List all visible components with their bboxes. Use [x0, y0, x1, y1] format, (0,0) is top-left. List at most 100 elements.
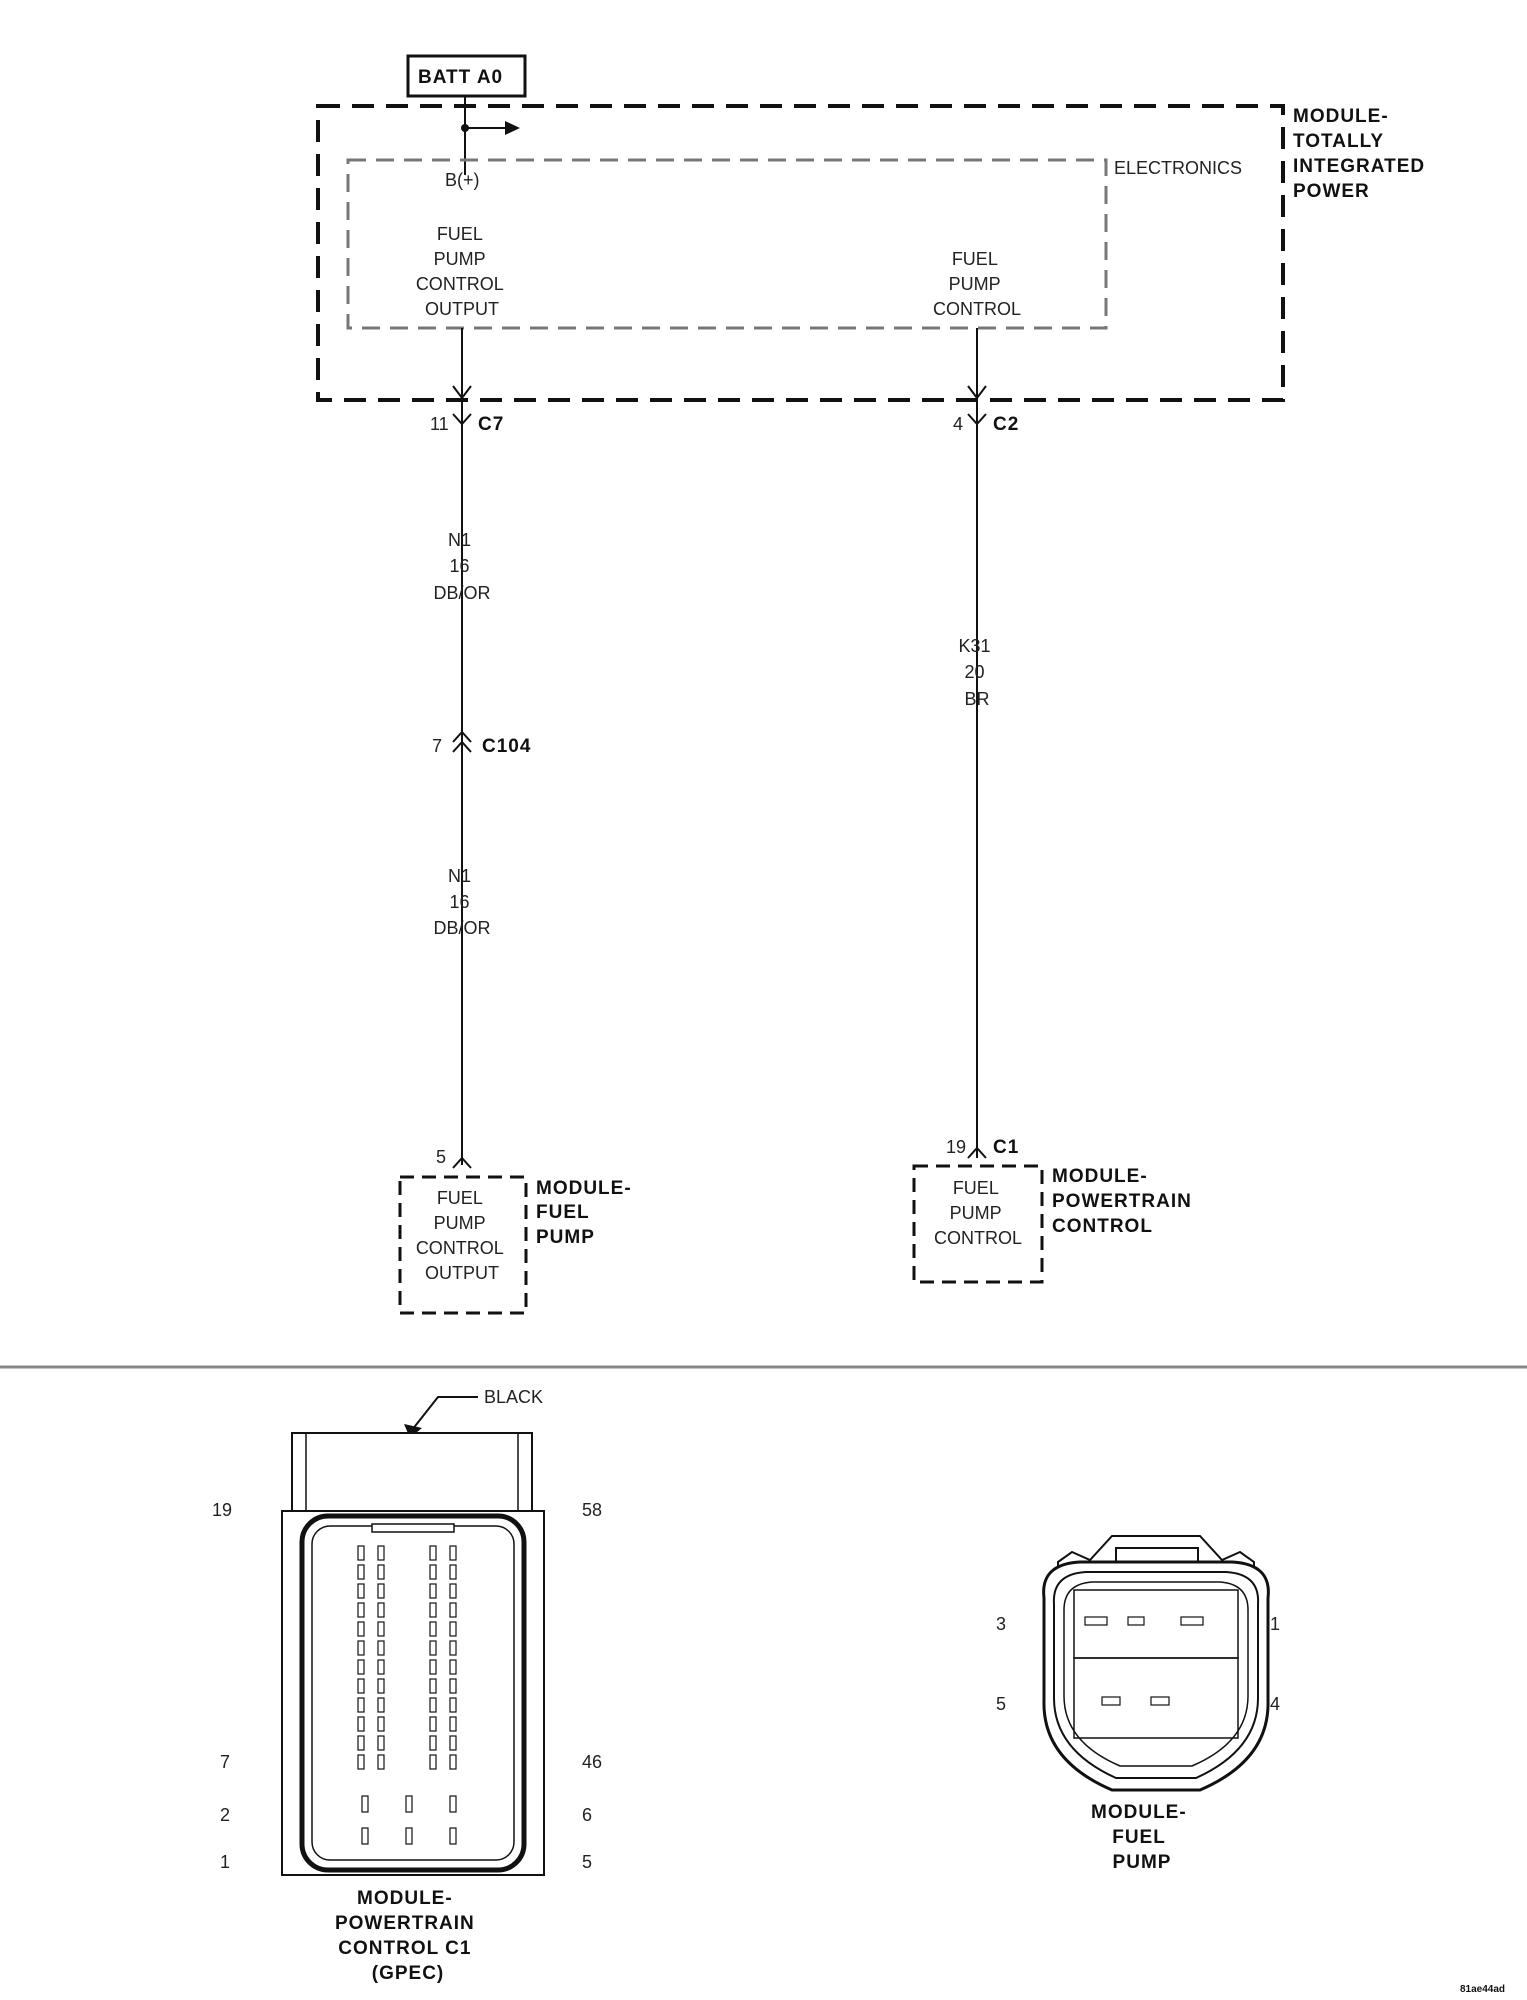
- pin-cavity: [357, 1583, 365, 1599]
- pin-cavity: [377, 1602, 385, 1618]
- pin-cavity: [449, 1754, 457, 1770]
- pin-5-symbol: [452, 1156, 472, 1169]
- pin-cavity: [449, 1583, 457, 1599]
- pin-cavity: [449, 1545, 457, 1561]
- pin-cavity: [1127, 1616, 1145, 1626]
- pin-cavity: [377, 1659, 385, 1675]
- pin-cavity: [429, 1583, 437, 1599]
- pin-cavity: [357, 1678, 365, 1694]
- pin-cavity: [449, 1735, 457, 1751]
- pin-cavity: [405, 1795, 413, 1813]
- pin-cavity: [429, 1621, 437, 1637]
- pin-cavity: [449, 1659, 457, 1675]
- pin-label-5: 5: [582, 1852, 592, 1872]
- fuel-pump-module-name: MODULE- FUEL PUMP: [536, 1178, 638, 1248]
- batt-a0-box: [406, 54, 527, 98]
- tipm-name: MODULE- TOTALLY INTEGRATED POWER: [1293, 106, 1431, 202]
- pin-cavity: [357, 1602, 365, 1618]
- pin-label-7: 7: [220, 1752, 230, 1772]
- pin-cavity: [429, 1754, 437, 1770]
- connector-body: [281, 1510, 545, 1876]
- connector-c7: C7: [478, 414, 504, 435]
- leader-line: [411, 1396, 478, 1431]
- pin-label-2: 2: [220, 1805, 230, 1825]
- pin-cavity: [357, 1659, 365, 1675]
- tipm-output-label: FUEL PUMP CONTROL OUTPUT: [416, 224, 508, 319]
- pin-cavities: [357, 1545, 457, 1845]
- pin-cavity: [449, 1621, 457, 1637]
- pin-cavity: [377, 1583, 385, 1599]
- pcm-module-box: [912, 1164, 1044, 1284]
- housing-seal: [1052, 1571, 1260, 1779]
- pin-cavity: [357, 1716, 365, 1732]
- connector-c2: C2: [993, 414, 1019, 435]
- arrow-down-icon: [967, 385, 987, 400]
- tipm-module-box: [316, 104, 1285, 402]
- pin-label-3: 3: [996, 1614, 1006, 1634]
- pin-5: 5: [436, 1147, 446, 1167]
- pin-cavity: [429, 1678, 437, 1694]
- pin-cavity: [405, 1827, 413, 1845]
- color-label: BLACK: [484, 1387, 543, 1407]
- pin-cavity: [377, 1678, 385, 1694]
- connector-c104: C104: [482, 736, 531, 757]
- pin-cavity: [377, 1754, 385, 1770]
- connector-c2-symbol: [967, 413, 987, 426]
- connector-c7-symbol: [452, 413, 472, 426]
- pcm-box-label: FUEL PUMP CONTROL: [934, 1178, 1022, 1248]
- pin-cavity: [429, 1640, 437, 1656]
- arrow-down-icon: [452, 385, 472, 400]
- figure-id: 81ae44ad: [1460, 1984, 1505, 1995]
- pin-label-4: 4: [1270, 1694, 1280, 1714]
- connector-seal: [299, 1513, 527, 1873]
- pin-cavity: [377, 1697, 385, 1713]
- pin-4: 4: [953, 414, 963, 434]
- pin-label-46: 46: [582, 1752, 602, 1772]
- pin-label-6: 6: [582, 1805, 592, 1825]
- batt-a0-label: BATT A0: [418, 67, 503, 88]
- pin-cavity: [429, 1564, 437, 1580]
- electronics-box: [346, 158, 1108, 330]
- connector-c1: C1: [993, 1137, 1019, 1158]
- pcm-c1-name: MODULE- POWERTRAIN CONTROL C1 (GPEC): [335, 1888, 481, 1984]
- connector-c104-symbol-bottom: [452, 740, 472, 753]
- pin-cavity: [377, 1735, 385, 1751]
- pin-cavity: [429, 1735, 437, 1751]
- pin-cavity: [357, 1754, 365, 1770]
- housing-outer: [1042, 1560, 1270, 1792]
- pcm-c1-connector: BLACK 19 7 2 1 58 46 6 5 MODULE- POWERTR…: [212, 1387, 602, 1984]
- pin-cavity: [377, 1545, 385, 1561]
- fuel-pump-box-label: FUEL PUMP CONTROL OUTPUT: [416, 1188, 508, 1283]
- wire-k31-label: K31 20 BR: [958, 636, 995, 709]
- pin-cavity: [449, 1697, 457, 1713]
- pin-cavity: [429, 1602, 437, 1618]
- pin-cavity: [377, 1716, 385, 1732]
- pin-cavity: [429, 1545, 437, 1561]
- connector-c1-symbol: [967, 1146, 987, 1159]
- pin-cavity: [449, 1602, 457, 1618]
- pin-cavity: [377, 1640, 385, 1656]
- connector-hood: [291, 1432, 533, 1512]
- pin-cavity: [1101, 1696, 1121, 1706]
- pin-cavity: [377, 1564, 385, 1580]
- pin-cavity: [357, 1697, 365, 1713]
- pin-cavity: [449, 1795, 457, 1813]
- pin-cavity: [1150, 1696, 1170, 1706]
- pin-cavity: [449, 1640, 457, 1656]
- pin-cavity: [449, 1564, 457, 1580]
- tipm-control-label: FUEL PUMP CONTROL: [933, 249, 1021, 319]
- pin-label-19: 19: [212, 1500, 232, 1520]
- pin-7: 7: [432, 736, 442, 756]
- pin-cavity: [357, 1621, 365, 1637]
- wire-n1-label-lower: N1 16 DB/OR: [433, 866, 490, 938]
- fuel-pump-connector-name: MODULE- FUEL PUMP: [1091, 1802, 1193, 1873]
- electronics-label: ELECTRONICS: [1114, 158, 1242, 178]
- bplus-label: B(+): [445, 170, 480, 190]
- pin-cavity: [1084, 1616, 1108, 1626]
- feed-arrow-icon: [505, 121, 520, 135]
- connector-c104-symbol-top: [452, 730, 472, 743]
- pin-cavity: [449, 1716, 457, 1732]
- pin-cavity: [361, 1827, 369, 1845]
- wire-n1-label-upper: N1 16 DB/OR: [433, 530, 490, 603]
- pin-cavity: [377, 1621, 385, 1637]
